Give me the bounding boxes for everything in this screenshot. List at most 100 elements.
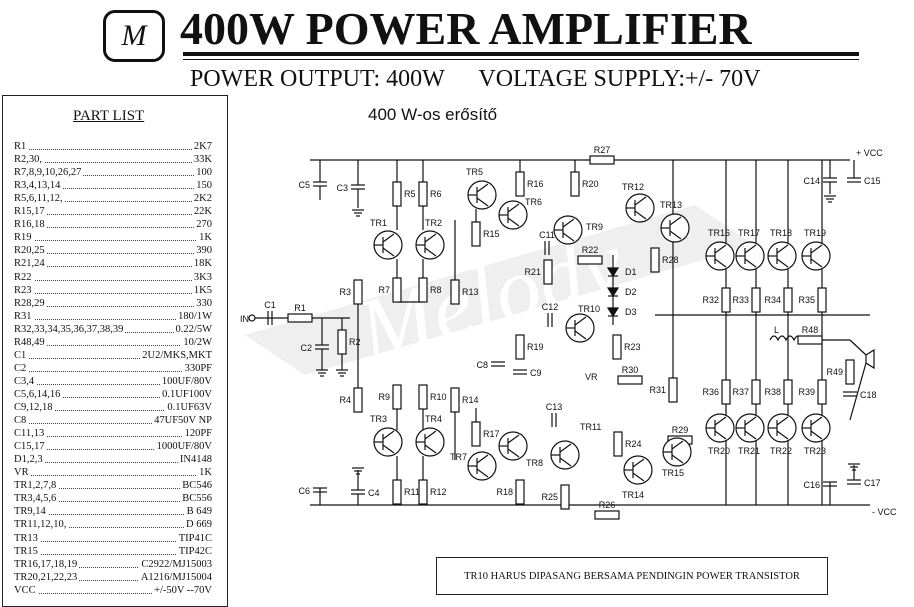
part-ref: VR: [14, 466, 31, 480]
part-value: 22K: [191, 205, 212, 219]
component-label: R4: [339, 395, 351, 405]
spec-subtitle: POWER OUTPUT: 400W VOLTAGE SUPPLY:+/- 70…: [190, 66, 789, 93]
transistor-emitter: [776, 258, 789, 268]
component-label: TR7: [450, 452, 467, 462]
component-label: TR21: [738, 446, 760, 456]
component-label: C9: [530, 368, 542, 378]
resistor: [418, 277, 428, 303]
part-ref: R7,8,9,10,26,27: [14, 166, 84, 180]
part-value: 1K: [197, 231, 212, 245]
transistor-emitter: [559, 457, 572, 467]
part-value: 10/2W: [181, 335, 212, 349]
leader-dots: [14, 227, 212, 229]
part-value: 2K7: [191, 140, 212, 153]
component-label: R35: [798, 295, 815, 305]
part-ref: R32,33,34,35,36,37,38,39: [14, 322, 126, 336]
component-label: TR17: [738, 228, 760, 238]
transistor-emitter: [810, 430, 823, 440]
transistor-collector: [632, 458, 645, 468]
part-value: 330PF: [182, 361, 212, 375]
diode: [606, 287, 620, 298]
transistor-emitter: [382, 444, 395, 454]
component-label: C1: [264, 300, 276, 310]
component-label: R19: [527, 342, 544, 352]
component-label: TR19: [804, 228, 826, 238]
part-value: BC556: [180, 492, 212, 506]
logo-letter: M: [121, 19, 147, 52]
part-value: B 649: [184, 505, 212, 519]
part-ref: R16,18: [14, 218, 47, 232]
part-ref: C5,6,14,16: [14, 387, 63, 401]
component-label: TR14: [622, 490, 644, 500]
component-label: TR1: [370, 218, 387, 228]
transistor-collector: [476, 454, 489, 464]
part-value: 1K5: [191, 283, 212, 297]
part-value: IN4148: [177, 453, 212, 467]
component-label: R34: [764, 295, 781, 305]
resistor: [392, 277, 402, 303]
part-value: 100: [194, 166, 212, 180]
part-ref: TR13: [14, 531, 40, 545]
component-label: TR8: [526, 458, 543, 468]
transistor-emitter: [744, 258, 757, 268]
component-label: TR4: [425, 414, 442, 424]
resistor: [613, 431, 623, 457]
leader-dots: [14, 423, 212, 425]
resistor: [845, 359, 855, 385]
transistor-collector: [714, 244, 727, 254]
leader-dots: [14, 266, 212, 268]
resistor: [668, 377, 678, 403]
part-ref: R31: [14, 309, 34, 323]
component-label: C3: [336, 183, 348, 193]
resistor: [783, 287, 793, 313]
component-label: D3: [625, 307, 637, 317]
component-label: R27: [594, 145, 611, 155]
resistor: [353, 279, 363, 305]
component-label: C12: [542, 302, 559, 312]
component-label: C6: [298, 486, 310, 496]
part-value: 120PF: [182, 427, 212, 441]
resistor: [543, 259, 553, 285]
resistor: [471, 421, 481, 447]
transistor-collector: [634, 196, 647, 206]
resistor: [650, 247, 660, 273]
part-ref: TR1,2,7,8: [14, 479, 59, 493]
leader-dots: [14, 462, 212, 464]
leader-dots: [14, 514, 212, 516]
transistor-collector: [810, 416, 823, 426]
leader-dots: [14, 396, 212, 398]
component-label: R17: [483, 429, 500, 439]
part-ref: C9,12,18: [14, 401, 55, 414]
part-ref: TR20,21,22,23: [14, 570, 80, 584]
part-value: 1000UF/80V: [154, 440, 212, 454]
transistor-collector: [507, 434, 520, 444]
component-label: R15: [483, 229, 500, 239]
component-label: R31: [649, 385, 666, 395]
resistor: [515, 171, 525, 197]
part-ref: R22: [14, 270, 34, 284]
component-label: C16: [803, 480, 820, 490]
transistor-emitter: [424, 247, 437, 257]
part-ref: TR15: [14, 544, 40, 558]
part-value: +/-50V --70V: [152, 583, 212, 597]
part-ref: R3,4,13,14: [14, 179, 63, 193]
part-ref: TR3,4,5,6: [14, 492, 59, 506]
component-label: R9: [378, 392, 390, 402]
component-label: R28: [662, 255, 679, 265]
component-label: + VCC: [856, 148, 883, 158]
resistor: [817, 287, 827, 313]
transistor-emitter: [562, 232, 575, 242]
component-label: - VCC: [872, 507, 897, 517]
part-value: 0.1UF100V: [160, 387, 212, 401]
resistor: [515, 479, 525, 505]
